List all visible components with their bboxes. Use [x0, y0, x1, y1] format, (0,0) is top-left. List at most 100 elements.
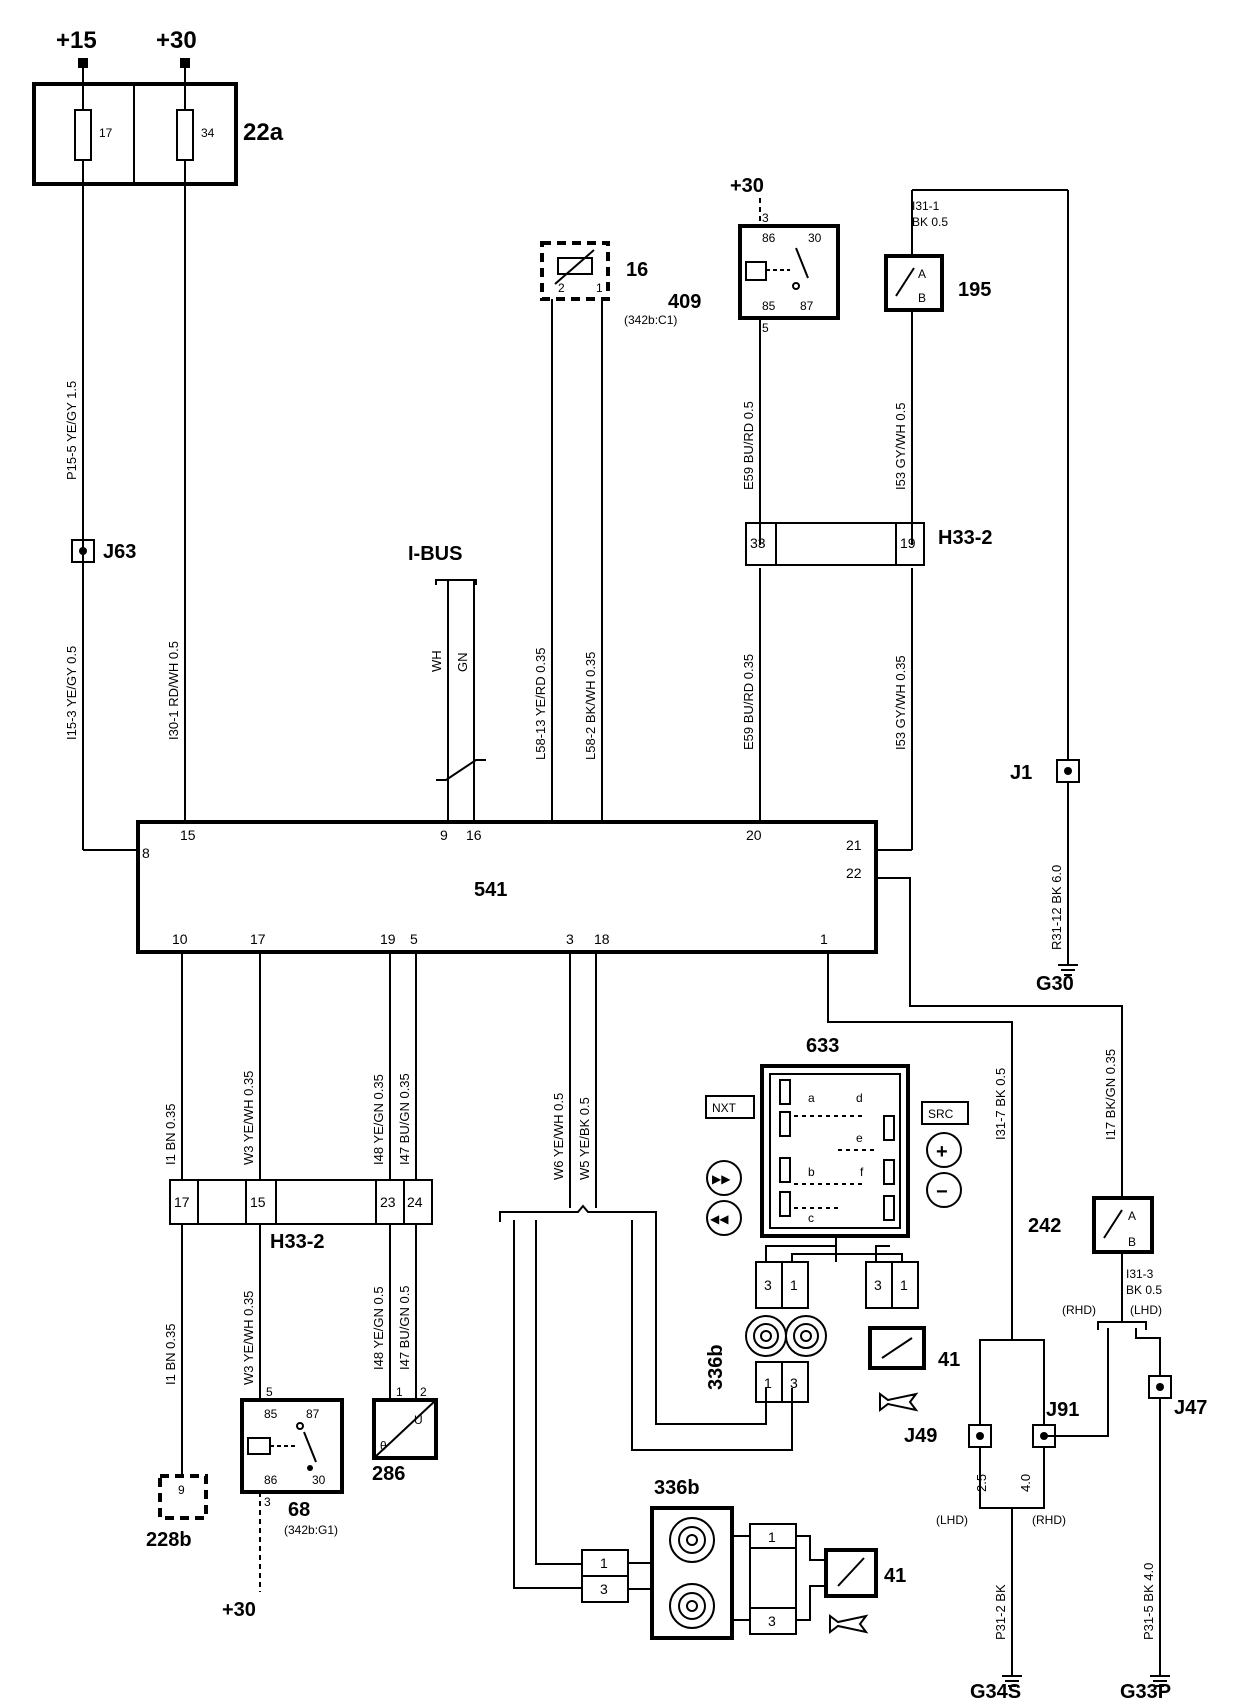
c16-label: 16	[626, 259, 648, 281]
plug-41-pin1	[891, 1261, 919, 1309]
r68-pin-3: 3	[264, 1495, 271, 1509]
p541-pin-20: 20	[746, 827, 762, 843]
wire-label-i47-top: I47 BU/GN 0.35	[397, 1073, 412, 1165]
fuse-17-label: 17	[99, 126, 113, 140]
h-up-pin-33: 33	[750, 535, 766, 551]
p541-pin-15: 15	[180, 827, 196, 843]
sensor-286	[372, 1398, 438, 1460]
wire-label-i17: I17 BK/GN 0.35	[1103, 1049, 1118, 1140]
relay-409	[738, 224, 840, 320]
wire-label-i31-1-bk: BK 0.5	[912, 215, 948, 229]
c41-top-label: 41	[938, 1349, 960, 1371]
c68-ref: (342b:G1)	[284, 1523, 338, 1537]
p541-pin-19: 19	[380, 931, 396, 947]
ground-icon	[1150, 1675, 1170, 1687]
plug-mid-pin-1: 1	[764, 1375, 772, 1391]
variant-rhd-1: (RHD)	[1062, 1303, 1096, 1317]
p541-pin-1: 1	[820, 931, 828, 947]
h33-lower-label: H33-2	[270, 1231, 324, 1253]
plug-bottom-pin-3: 3	[768, 1613, 776, 1629]
wire-label-i31-7: I31-7 BK 0.5	[993, 1068, 1008, 1140]
wire-label-w5: W5 YE/BK 0.5	[577, 1097, 592, 1180]
j1-label: J1	[1010, 762, 1032, 784]
s195-pin-b: B	[918, 291, 926, 305]
c228b-label: 228b	[146, 1529, 192, 1551]
p541-pin-22: 22	[846, 865, 862, 881]
wire-label-e59-top: E59 BU/RD 0.5	[741, 401, 756, 490]
src-button-label: SRC	[928, 1107, 954, 1121]
h33-upper-label: H33-2	[938, 527, 992, 549]
wire-label-i48-bottom: I48 YE/GN 0.5	[371, 1286, 386, 1370]
plug-top-pin-1b: 1	[900, 1277, 908, 1293]
r409-pin-86: 86	[762, 231, 776, 245]
h-lo-pin-23: 23	[380, 1194, 396, 1210]
wire-label-i31-1: I31-1	[912, 199, 940, 213]
plug-low-pin-1: 1	[600, 1555, 608, 1571]
connector-228b	[158, 1474, 208, 1520]
wire-label-w6: W6 YE/WH 0.5	[551, 1093, 566, 1180]
fast-forward-icon	[706, 1160, 742, 1196]
fuse-34-label: 34	[201, 126, 215, 140]
variant-lhd-1: (LHD)	[1130, 1303, 1162, 1317]
c242-label: 242	[1028, 1215, 1061, 1237]
ground-icon	[1002, 1675, 1022, 1687]
switch-contact-e: e	[856, 1131, 863, 1145]
h-up-pin-19: 19	[900, 535, 916, 551]
wire-label-i1-bottom: I1 BN 0.35	[163, 1324, 178, 1385]
wire-label-l58-2: L58-2 BK/WH 0.35	[583, 652, 598, 760]
kl15-label: +15	[56, 27, 97, 54]
s286-pin-1: 1	[396, 1385, 403, 1399]
plug-top-pin-3a: 3	[764, 1277, 772, 1293]
src-button	[921, 1101, 969, 1125]
sensor-16	[540, 241, 610, 301]
p541-pin-5: 5	[410, 931, 418, 947]
ground-icon	[1058, 964, 1078, 976]
wire-label-i15-3: I15-3 YE/GY 0.5	[64, 646, 79, 740]
j91-label: J91	[1046, 1399, 1079, 1421]
wire-label-i31-3: I31-3	[1126, 1267, 1154, 1281]
plug-top-pin-3b: 3	[874, 1277, 882, 1293]
horn-icon	[879, 1392, 919, 1412]
wire-i31-7	[827, 952, 1013, 1320]
clock-spring-icon	[785, 1315, 827, 1357]
switch-contact-f: f	[860, 1165, 864, 1179]
relay-68-supply: +30	[222, 1599, 256, 1621]
c228b-pin-9: 9	[178, 1483, 185, 1497]
g34s-label: G34S	[970, 1681, 1021, 1700]
p541-pin-21: 21	[846, 837, 862, 853]
switch-633	[760, 1064, 910, 1238]
clock-spring-icon	[669, 1517, 715, 1563]
s286-pin-u: U	[414, 1413, 423, 1427]
switch-242	[1092, 1196, 1154, 1254]
wire-label-w3-top: W3 YE/WH 0.35	[241, 1071, 256, 1165]
wire-label-r31-12: R31-12 BK 6.0	[1049, 865, 1064, 950]
plug-top-pin-1a: 1	[790, 1277, 798, 1293]
horn-switch-41	[868, 1326, 926, 1370]
g30-label: G30	[1036, 973, 1074, 995]
connector-j63	[71, 539, 95, 563]
wire-label-g34s-lhd: 2.5	[974, 1474, 989, 1492]
nxt-button-label: NXT	[712, 1101, 737, 1115]
theta-icon: θ	[380, 1439, 387, 1453]
c409-label: 409	[668, 291, 701, 313]
clock-spring-icon	[669, 1583, 715, 1629]
fuse-box-22a: 17 34	[32, 82, 238, 186]
fast-forward-label: ▶▶	[712, 1172, 731, 1186]
s16-pin-2: 2	[558, 281, 565, 295]
p541-pin-10: 10	[172, 931, 188, 947]
c409-ref: (342b:C1)	[624, 313, 677, 327]
h-lo-pin-24: 24	[407, 1194, 423, 1210]
wire-label-i48-top: I48 YE/GN 0.35	[371, 1074, 386, 1165]
fuse-34	[176, 109, 194, 161]
s286-pin-2: 2	[420, 1385, 427, 1399]
g33p-label: G33P	[1120, 1681, 1171, 1700]
volume-up-icon	[926, 1132, 962, 1168]
fuse-17	[74, 109, 92, 161]
wire-label-i47-bottom: I47 BU/GN 0.5	[397, 1285, 412, 1370]
wire-label-i53-bottom: I53 GY/WH 0.35	[893, 655, 908, 750]
c336b-top-label: 336b	[705, 1344, 727, 1390]
kl30-label: +30	[156, 27, 197, 54]
r409-pin-30: 30	[808, 231, 822, 245]
switch-contact-d: d	[856, 1091, 863, 1105]
